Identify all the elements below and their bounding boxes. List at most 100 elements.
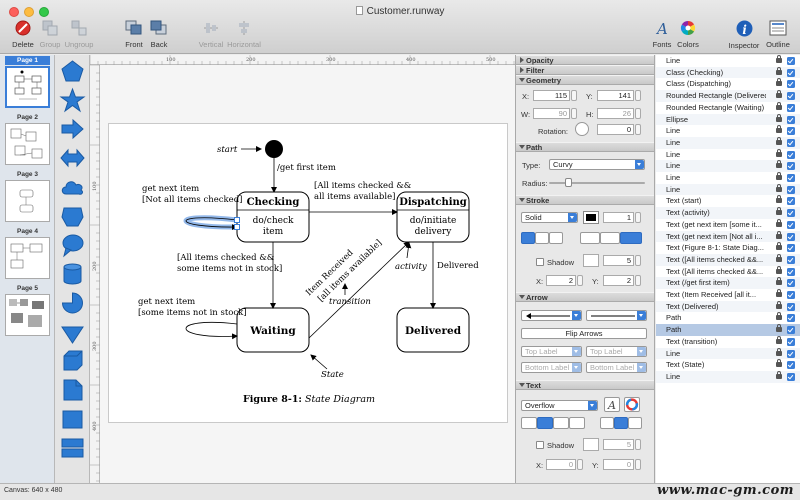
text-shadow-x-field[interactable]: 0 xyxy=(546,459,576,470)
visibility-checkbox[interactable] xyxy=(787,314,795,323)
lock-icon[interactable] xyxy=(776,289,782,297)
align-horizontal-button[interactable]: Horizontal xyxy=(226,20,262,49)
visibility-checkbox[interactable] xyxy=(787,326,795,335)
layer-row[interactable]: Text (get next item [some it... xyxy=(656,218,800,231)
lock-icon[interactable] xyxy=(776,324,782,333)
visibility-checkbox[interactable] xyxy=(787,57,795,65)
lock-icon[interactable] xyxy=(776,125,782,134)
layer-row[interactable]: Text (/get first item) xyxy=(656,277,800,289)
line-join-miter-button[interactable] xyxy=(580,232,600,244)
arrow-end-popup[interactable] xyxy=(586,310,647,321)
shape-folded-page[interactable] xyxy=(58,377,87,405)
front-button[interactable]: Front xyxy=(122,20,146,49)
layer-row[interactable]: Text (transition) xyxy=(656,335,800,348)
stroke-width-field[interactable]: 1 xyxy=(603,212,634,223)
layer-row[interactable]: Text (get next item [Not all i... xyxy=(656,230,800,243)
lock-icon[interactable] xyxy=(776,136,782,145)
visibility-checkbox[interactable] xyxy=(787,349,795,358)
shape-cube[interactable] xyxy=(58,348,87,376)
colors-button[interactable]: Colors xyxy=(675,20,701,49)
visibility-checkbox[interactable] xyxy=(787,197,795,206)
lock-icon[interactable] xyxy=(776,359,782,368)
lock-icon[interactable] xyxy=(776,90,782,99)
fonts-button[interactable]: A Fonts xyxy=(652,20,672,49)
lock-icon[interactable] xyxy=(776,195,782,204)
lock-icon[interactable] xyxy=(776,55,782,63)
x-field[interactable]: 115 xyxy=(533,90,570,101)
layer-row[interactable]: Text (Delivered) xyxy=(656,300,800,313)
waiting-self-loop[interactable] xyxy=(185,321,238,340)
shape-pie[interactable] xyxy=(58,290,87,318)
visibility-checkbox[interactable] xyxy=(787,127,795,136)
line-join-round-button[interactable] xyxy=(600,232,620,244)
text-shadow-y-stepper[interactable] xyxy=(635,459,641,470)
layer-row[interactable]: Text (Item Received [all it... xyxy=(656,289,800,301)
arrow-start-popup[interactable] xyxy=(521,310,582,321)
visibility-checkbox[interactable] xyxy=(787,209,795,218)
dispatching-state[interactable]: Dispatching do/initiate delivery xyxy=(396,191,470,243)
waiting-state[interactable]: Waiting xyxy=(236,307,310,353)
visibility-checkbox[interactable] xyxy=(787,115,795,124)
shadow-color-well[interactable] xyxy=(583,254,599,267)
visibility-checkbox[interactable] xyxy=(787,220,795,229)
layer-row[interactable]: Path xyxy=(656,324,800,336)
layer-row[interactable]: Text (Figure 8-1: State Diag... xyxy=(656,242,800,254)
stroke-style-popup[interactable]: Solid xyxy=(521,212,578,223)
lock-icon[interactable] xyxy=(776,265,782,274)
lock-icon[interactable] xyxy=(776,347,782,356)
shape-double-arrow[interactable] xyxy=(58,145,87,173)
shadow-x-field[interactable]: 2 xyxy=(546,275,576,286)
lock-icon[interactable] xyxy=(776,242,782,251)
text-shadow-y-field[interactable]: 0 xyxy=(603,459,634,470)
shape-badge[interactable] xyxy=(58,203,87,231)
stroke-shadow-checkbox[interactable] xyxy=(536,258,544,266)
visibility-checkbox[interactable] xyxy=(787,372,795,381)
delivered-state[interactable]: Delivered xyxy=(396,307,470,353)
page-thumbnail-3[interactable]: Page 3 xyxy=(5,170,50,224)
text-shadow-color-well[interactable] xyxy=(583,438,599,451)
lock-icon[interactable] xyxy=(776,277,782,286)
shape-speech-bubble[interactable] xyxy=(58,232,87,260)
text-align-right-button[interactable] xyxy=(553,417,569,429)
shape-star[interactable] xyxy=(58,87,87,115)
path-section-header[interactable]: Path xyxy=(516,142,654,152)
start-node[interactable] xyxy=(265,140,283,158)
visibility-checkbox[interactable] xyxy=(787,162,795,171)
shadow-y-stepper[interactable] xyxy=(635,275,641,286)
layer-row[interactable]: Line xyxy=(656,172,800,184)
rotation-field[interactable]: 0 xyxy=(597,124,634,135)
shadow-blur-stepper[interactable] xyxy=(635,255,641,266)
text-shadow-checkbox[interactable] xyxy=(536,441,544,449)
visibility-checkbox[interactable] xyxy=(787,174,795,182)
visibility-checkbox[interactable] xyxy=(787,291,795,299)
lock-icon[interactable] xyxy=(776,253,782,262)
delete-button[interactable]: Delete xyxy=(10,20,36,49)
text-valign-top-button[interactable] xyxy=(600,417,614,429)
visibility-checkbox[interactable] xyxy=(787,244,795,253)
selection-handle[interactable] xyxy=(234,217,240,223)
lock-icon[interactable] xyxy=(776,335,782,344)
layer-row[interactable]: Ellipse xyxy=(656,113,800,126)
x-stepper[interactable] xyxy=(571,90,577,101)
page-thumbnail-2[interactable]: Page 2 xyxy=(5,113,50,167)
layer-row[interactable]: Line xyxy=(656,160,800,172)
radius-slider[interactable] xyxy=(549,178,645,187)
lock-icon[interactable] xyxy=(776,312,782,321)
lock-icon[interactable] xyxy=(776,160,782,169)
geometry-section-header[interactable]: Geometry xyxy=(516,75,654,85)
bottom-label-end-popup[interactable]: Bottom Label xyxy=(586,362,647,373)
visibility-checkbox[interactable] xyxy=(787,267,795,276)
line-cap-square-button[interactable] xyxy=(549,232,563,244)
width-field[interactable]: 90 xyxy=(533,108,570,119)
lock-icon[interactable] xyxy=(776,207,782,216)
layer-row[interactable]: Line xyxy=(656,370,800,383)
top-label-start-popup[interactable]: Top Label xyxy=(521,346,582,357)
visibility-checkbox[interactable] xyxy=(787,80,795,89)
visibility-checkbox[interactable] xyxy=(787,92,795,101)
canvas-page[interactable]: start /get first item Checking do/check … xyxy=(108,123,508,423)
stroke-section-header[interactable]: Stroke xyxy=(516,195,654,205)
text-shadow-blur-stepper[interactable] xyxy=(635,439,641,450)
shape-arrow[interactable] xyxy=(58,116,87,144)
waiting-to-dispatching[interactable] xyxy=(308,241,410,339)
layer-row[interactable]: Text ([All items checked &&... xyxy=(656,253,800,266)
